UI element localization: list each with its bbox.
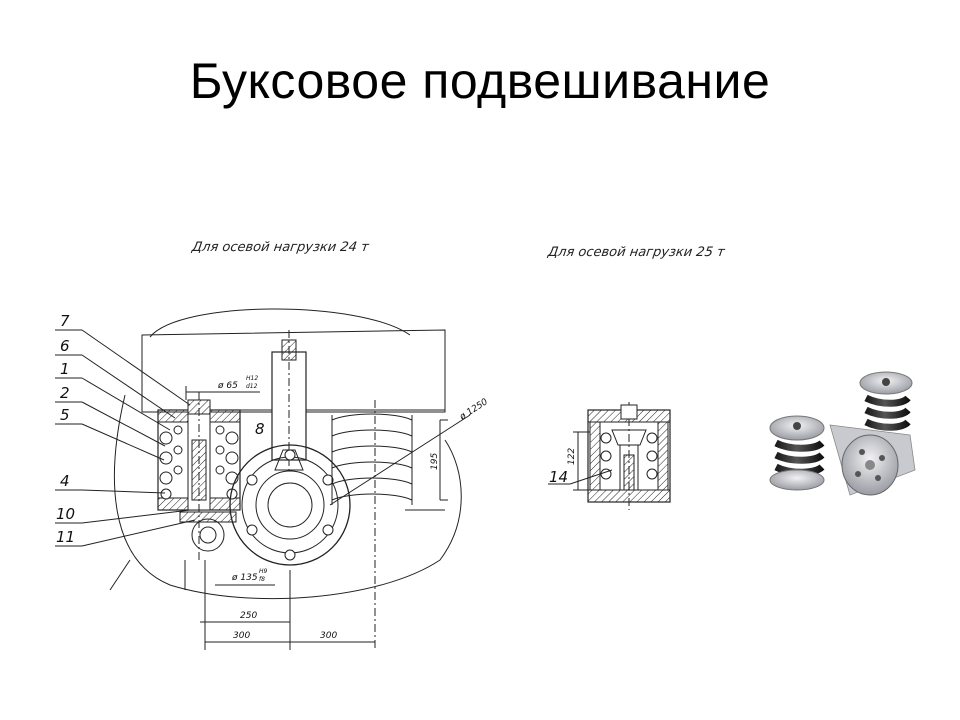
part-label: 7	[60, 312, 70, 330]
page-title: Буксовое подвешивание	[189, 53, 771, 109]
dim-300-left: 300	[233, 631, 250, 641]
spring-suspension-3d-icon	[769, 371, 916, 496]
part-label: 6	[60, 337, 70, 355]
part-label: 4	[60, 472, 70, 490]
dim-d65: ø 65	[217, 381, 238, 391]
dim-122: 122	[567, 448, 577, 465]
part-label: 1	[60, 360, 70, 378]
dim-d1250: ø 1250	[457, 397, 490, 423]
dim-d135-tol-top: H9	[259, 568, 268, 575]
part-label: 5	[60, 406, 70, 424]
dim-195: 195	[430, 453, 440, 470]
right-part-labels: 122 14	[549, 448, 577, 486]
dim-d135: ø 135	[231, 573, 258, 583]
dim-300-right: 300	[320, 631, 337, 641]
dim-d65-tol-top: H12	[246, 375, 258, 382]
part-label-8: 8	[255, 420, 265, 438]
dim-d65-tol-bottom: d12	[246, 383, 258, 390]
part-label: 10	[56, 505, 75, 523]
dim-250: 250	[240, 611, 257, 621]
part-label: 11	[56, 528, 75, 546]
left-assembly-drawing	[55, 308, 471, 650]
part-label-14: 14	[549, 468, 568, 486]
right-assembly-drawing	[548, 402, 671, 510]
part-label: 2	[60, 384, 70, 402]
dim-d135-tol-bottom: f8	[259, 576, 265, 583]
